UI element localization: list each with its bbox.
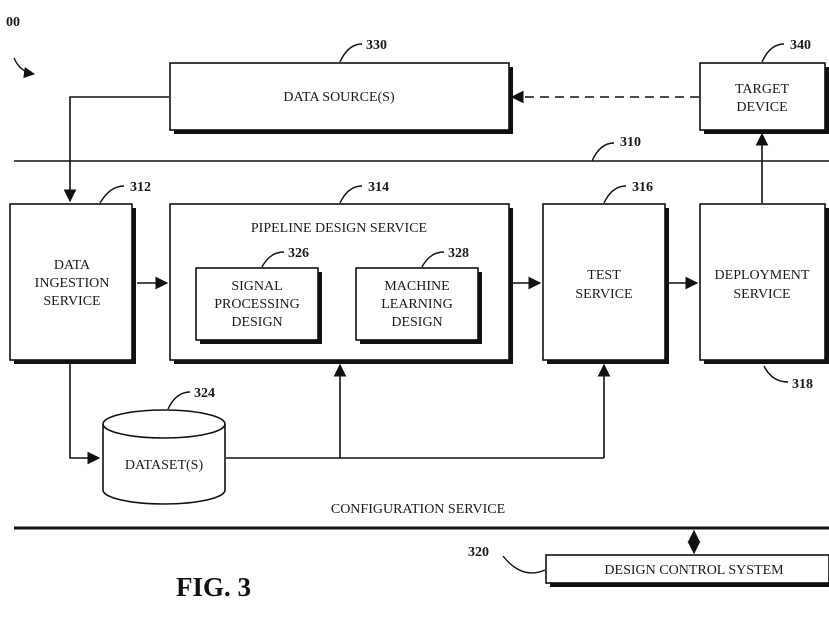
test-ref: 316 (632, 180, 653, 195)
figure-ref-arrow (13, 57, 36, 79)
signal-label-line1: SIGNAL (231, 279, 282, 294)
target-device-label-line2: DEVICE (736, 100, 787, 115)
signal-label-line2: PROCESSING (214, 297, 300, 312)
ingestion-box (9, 203, 133, 361)
deployment-ref-lead (763, 365, 789, 383)
signal-ref-lead (261, 251, 285, 268)
test-label-line2: SERVICE (575, 287, 632, 302)
ingestion-label-line1: DATA (54, 258, 91, 273)
data-sources-ref-lead (339, 43, 363, 63)
signal-label-line3: DESIGN (231, 315, 282, 330)
deployment-label-line2: SERVICE (733, 287, 790, 302)
ingestion-to-datasets-arrow (69, 364, 101, 465)
design-control-label: DESIGN CONTROL SYSTEM (604, 563, 784, 578)
target-device-box (699, 62, 826, 131)
target-device-ref-lead (761, 43, 785, 63)
design-control-box (545, 554, 829, 584)
datasets-ref-lead (167, 391, 191, 410)
data-sources-ref: 330 (366, 38, 387, 53)
data-sources-to-ingestion-arrow (63, 96, 169, 203)
test-box (542, 203, 666, 361)
pipeline-ref: 314 (368, 180, 389, 195)
deployment-box (699, 203, 826, 361)
datasets-cylinder-body (102, 424, 226, 505)
ml-label-line3: DESIGN (391, 315, 442, 330)
ml-ref: 328 (448, 246, 469, 261)
figure-caption: FIG. 3 (176, 572, 251, 602)
configuration-label: CONFIGURATION SERVICE (331, 502, 505, 517)
pipeline-label: PIPELINE DESIGN SERVICE (251, 221, 427, 236)
datasets-ref: 324 (194, 386, 215, 401)
test-ref-lead (603, 185, 627, 204)
test-label-line1: TEST (587, 268, 621, 283)
signal-ref: 326 (288, 246, 309, 261)
figure-ref-number: 00 (6, 15, 20, 30)
datasets-label: DATASET(S) (125, 458, 204, 473)
ingestion-ref-lead (99, 185, 125, 204)
ingestion-label-line2: INGESTION (35, 276, 110, 291)
datasets-cylinder-top (102, 409, 226, 439)
ml-ref-lead (421, 251, 445, 268)
design-control-ref: 320 (468, 545, 489, 560)
ingestion-ref: 312 (130, 180, 151, 195)
ml-label-line1: MACHINE (384, 279, 449, 294)
ml-label-line2: LEARNING (381, 297, 453, 312)
data-sources-box (169, 62, 510, 131)
signal-box (195, 267, 319, 341)
data-sources-label: DATA SOURCE(S) (283, 90, 395, 105)
environment-ref: 310 (620, 135, 641, 150)
ingestion-label-line3: SERVICE (43, 294, 100, 309)
pipeline-ref-lead (339, 185, 363, 204)
ml-box (355, 267, 479, 341)
deployment-label-line1: DEPLOYMENT (715, 268, 810, 283)
target-device-ref: 340 (790, 38, 811, 53)
target-device-label-line1: TARGET (735, 82, 790, 97)
design-control-ref-lead (502, 555, 546, 574)
deployment-ref: 318 (792, 377, 813, 392)
environment-ref-lead (591, 142, 615, 162)
